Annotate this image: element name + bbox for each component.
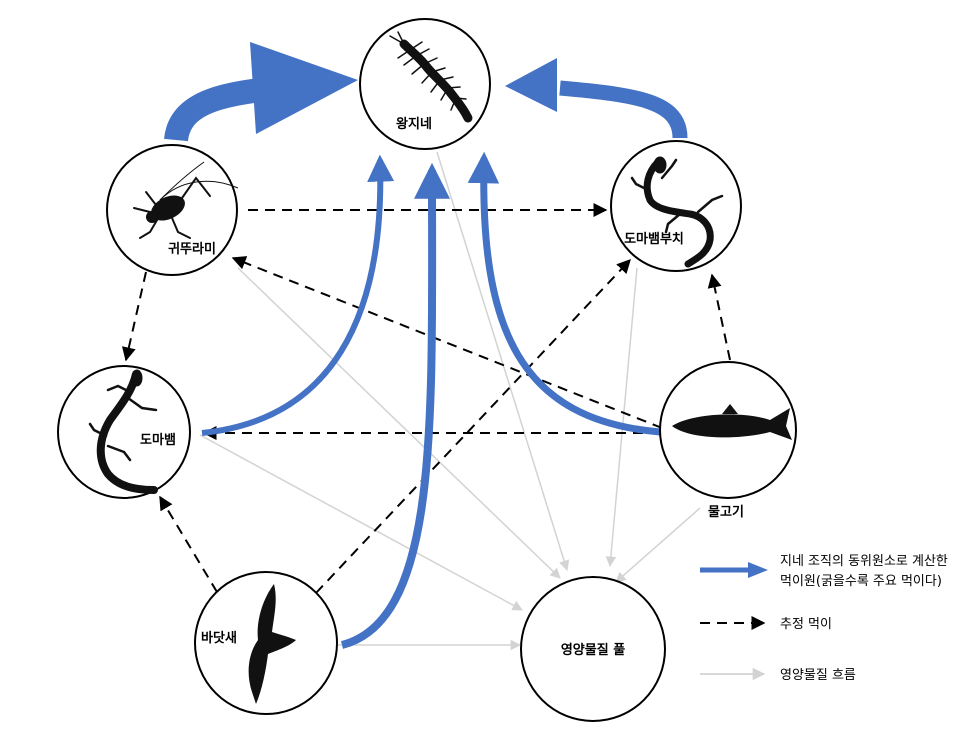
node-cricket: 귀뚜라미 [106, 144, 239, 276]
node-cricket-label: 귀뚜라미 [168, 241, 216, 257]
diet-flow-arrows [164, 42, 688, 649]
node-fish: 물고기 [659, 361, 797, 520]
nutrient-flow-fish-to-pool [615, 507, 701, 583]
prey-seabird-to-skink [159, 495, 218, 593]
node-seabird-label: 바닷새 [201, 630, 237, 646]
node-centipede-label: 왕지네 [396, 116, 432, 132]
centipede-icon [389, 31, 473, 123]
node-gecko-label: 도마뱀부치 [624, 231, 684, 247]
prey-fish-to-gecko [707, 273, 731, 361]
legend-diet-flow: 지네 조직의 동위원소로 계산한 먹이원(굵을수록 주요 먹이다) [700, 554, 948, 589]
node-nutrient-pool-label: 영양물질 풀 [561, 643, 625, 658]
legend-estimated-prey: 추정 먹이 [700, 616, 832, 632]
nutrient-flow-arrows [199, 151, 701, 651]
seabird-icon [248, 584, 296, 704]
node-fish-label: 물고기 [708, 505, 744, 520]
nutrient-flow-gecko-to-pool [605, 267, 638, 568]
fish-icon [672, 404, 792, 440]
node-nutrient-pool: 영양물질 풀 [520, 576, 666, 722]
prey-cricket-to-skink [121, 271, 147, 362]
gecko-icon [630, 156, 724, 268]
skink-icon [88, 369, 158, 494]
node-skink-label: 도마뱀 [140, 432, 176, 448]
legend-diet-flow-line1: 지네 조직의 동위원소로 계산한 [780, 554, 948, 569]
nutrient-flow-centipede-to-pool [436, 151, 570, 572]
nutrient-flow-skink-to-pool [199, 434, 523, 611]
legend-diet-flow-line2: 먹이원(굵을수록 주요 먹이다) [780, 574, 942, 589]
diet-flow-cricket-arrowhead [250, 42, 358, 134]
legend: 지네 조직의 동위원소로 계산한 먹이원(굵을수록 주요 먹이다) 추정 먹이 … [700, 554, 948, 683]
cricket-icon [133, 161, 239, 239]
diet-flow-fish-to-centipede [467, 151, 661, 436]
diet-flow-seabird-to-centipede [340, 162, 451, 649]
diet-flow-skink-to-centipede [201, 154, 395, 436]
node-centipede: 왕지네 [359, 18, 491, 150]
node-gecko: 도마뱀부치 [610, 140, 742, 272]
legend-nutrient-flow-label: 영양물질 흐름 [780, 668, 856, 683]
node-seabird: 바닷새 [194, 571, 338, 715]
diet-flow-gecko-arrowhead [505, 58, 557, 112]
prey-seabird-to-gecko [315, 258, 631, 594]
node-skink: 도마뱀 [57, 365, 191, 499]
legend-nutrient-flow: 영양물질 흐름 [700, 667, 856, 683]
legend-estimated-prey-label: 추정 먹이 [780, 617, 832, 632]
diet-flow-gecko-to-centipede [559, 80, 688, 139]
prey-fish-to-cricket [231, 256, 663, 429]
nutrient-flow-cricket-to-pool [237, 267, 561, 579]
